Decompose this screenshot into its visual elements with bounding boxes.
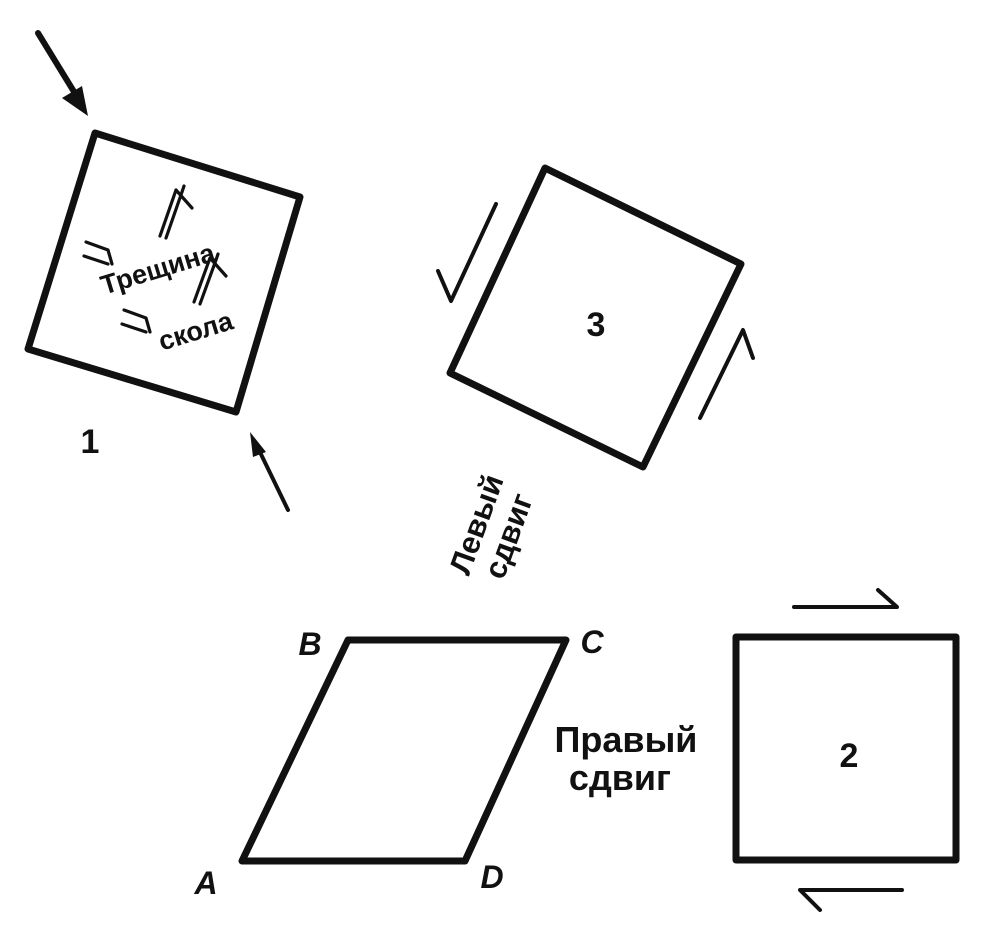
left-shear-arrow-icon — [436, 202, 498, 303]
figure-2-number: 2 — [840, 737, 859, 775]
figure-3-square — [446, 164, 745, 471]
compression-arrow-top-icon — [35, 30, 88, 116]
right-shear-label-line1: Правый — [555, 719, 698, 760]
figure-2-square — [732, 633, 960, 864]
right-shear-label: Правый сдвиг — [555, 719, 698, 798]
vertex-c-label: C — [580, 624, 604, 660]
vertex-d-label: D — [480, 859, 503, 895]
crack-label-line1: Трещина — [97, 237, 219, 300]
crack-symbol-lower-right-icon — [192, 252, 228, 306]
crack-symbol-upper-left-icon — [82, 240, 114, 266]
figure-1-number: 1 — [81, 423, 100, 461]
crack-symbol-upper-right-icon — [158, 184, 194, 240]
crack-symbol-lower-left-icon — [120, 308, 152, 334]
parallelogram-shape — [238, 636, 570, 865]
bottom-shear-arrow-icon — [798, 888, 904, 912]
compression-arrow-bottom-icon — [250, 432, 290, 512]
left-shear-label: Левый сдвиг — [442, 470, 540, 584]
figure-1-square — [24, 129, 304, 416]
right-shear-label-line2: сдвиг — [569, 757, 671, 798]
crack-label-line2: скола — [155, 305, 238, 356]
crack-shear-symbols — [82, 184, 228, 334]
top-shear-arrow-icon — [792, 588, 899, 609]
parallelogram-abcd: A B C D — [193, 624, 604, 901]
right-shear-arrow-icon — [698, 328, 755, 420]
figure-3-number: 3 — [587, 306, 606, 344]
vertex-b-label: B — [298, 626, 321, 662]
figure-2: 2 — [732, 588, 960, 912]
vertex-a-label: A — [193, 865, 217, 901]
figure-1: Трещина скола 1 — [24, 30, 304, 512]
figure-3: 3 — [436, 164, 755, 471]
